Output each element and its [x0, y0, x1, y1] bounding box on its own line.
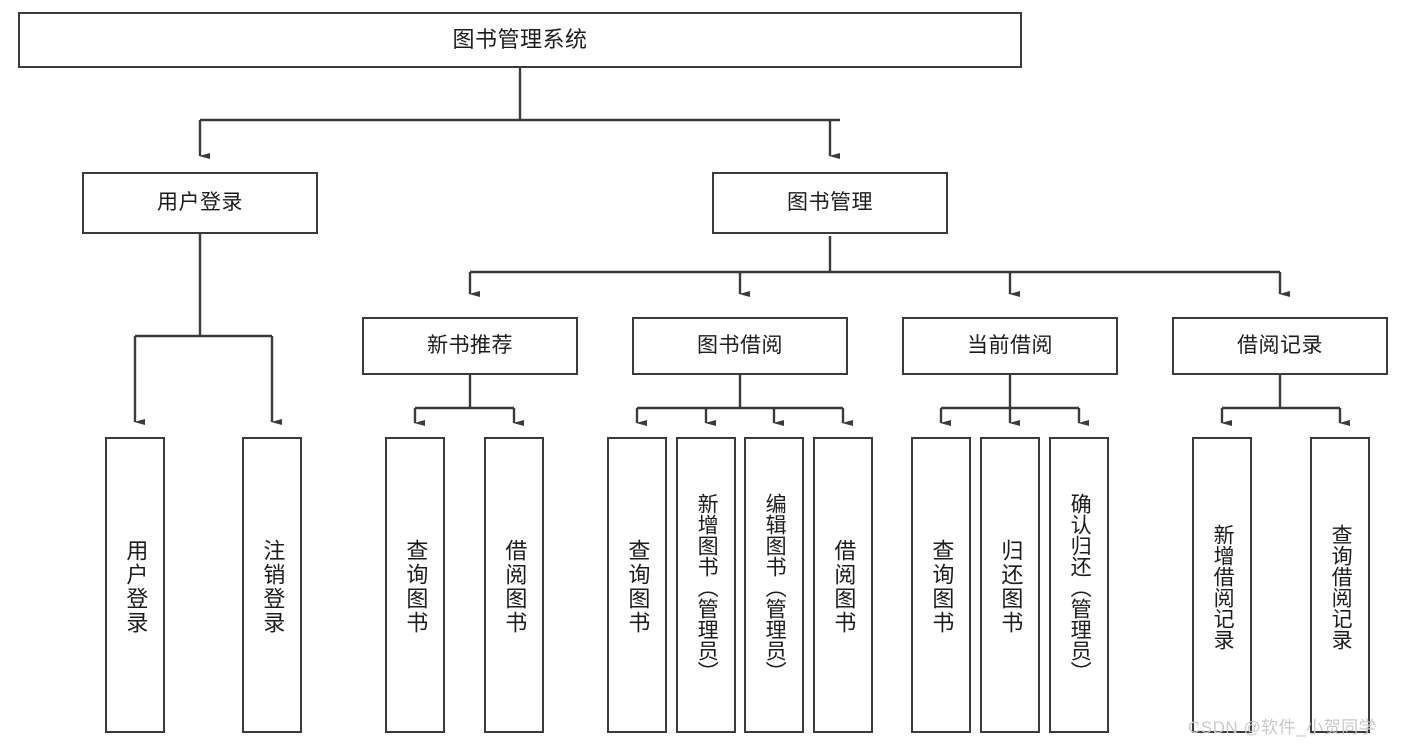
node-label: 图书管理系统	[452, 26, 588, 52]
node-borrow-record[interactable]: 借阅记录	[1172, 317, 1388, 375]
leaf-label: 新增借阅记录	[1211, 524, 1235, 650]
leaf-current-confirm-return-admin[interactable]: 确认归还（管理员）	[1049, 437, 1109, 733]
node-label: 用户登录	[157, 191, 243, 215]
leaf-label: 归还图书	[998, 539, 1024, 635]
leaf-recommend-borrow-book[interactable]: 借阅图书	[484, 437, 544, 733]
leaf-label: 查询借阅记录	[1329, 524, 1353, 650]
node-label: 借阅记录	[1237, 334, 1323, 358]
node-new-book-recommend[interactable]: 新书推荐	[362, 317, 578, 375]
leaf-current-return-book[interactable]: 归还图书	[980, 437, 1040, 733]
leaf-label: 借阅图书	[502, 539, 528, 635]
leaf-label: 注销登录	[260, 539, 286, 635]
node-label: 图书借阅	[697, 334, 783, 358]
leaf-label: 确认归还（管理员）	[1068, 492, 1092, 682]
leaf-label: 编辑图书（管理员）	[763, 492, 787, 682]
leaf-label: 用户登录	[123, 539, 149, 635]
leaf-borrow-query-book[interactable]: 查询图书	[607, 437, 667, 733]
node-label: 新书推荐	[427, 334, 513, 358]
leaf-label: 借阅图书	[831, 539, 857, 635]
leaf-label: 新增图书（管理员）	[695, 492, 719, 682]
node-current-borrow[interactable]: 当前借阅	[902, 317, 1118, 375]
leaf-record-add-record[interactable]: 新增借阅记录	[1192, 437, 1252, 733]
leaf-borrow-edit-book-admin[interactable]: 编辑图书（管理员）	[744, 437, 804, 733]
leaf-label: 查询图书	[929, 539, 955, 635]
node-book-management[interactable]: 图书管理	[712, 172, 948, 234]
leaf-recommend-query-book[interactable]: 查询图书	[385, 437, 445, 733]
leaf-record-query-record[interactable]: 查询借阅记录	[1310, 437, 1370, 733]
node-label: 图书管理	[787, 191, 873, 215]
leaf-label: 查询图书	[625, 539, 651, 635]
csdn-watermark: CSDN @软件_小贺同学	[1188, 718, 1377, 737]
leaf-user-login-do-login[interactable]: 用户登录	[105, 437, 165, 733]
leaf-user-login-logout[interactable]: 注销登录	[242, 437, 302, 733]
node-book-borrow[interactable]: 图书借阅	[632, 317, 848, 375]
leaf-current-query-book[interactable]: 查询图书	[911, 437, 971, 733]
node-user-login[interactable]: 用户登录	[82, 172, 318, 234]
node-root-system[interactable]: 图书管理系统	[18, 12, 1022, 68]
leaf-label: 查询图书	[403, 539, 429, 635]
leaf-borrow-add-book-admin[interactable]: 新增图书（管理员）	[676, 437, 736, 733]
node-label: 当前借阅	[967, 334, 1053, 358]
leaf-borrow-borrow-book[interactable]: 借阅图书	[813, 437, 873, 733]
